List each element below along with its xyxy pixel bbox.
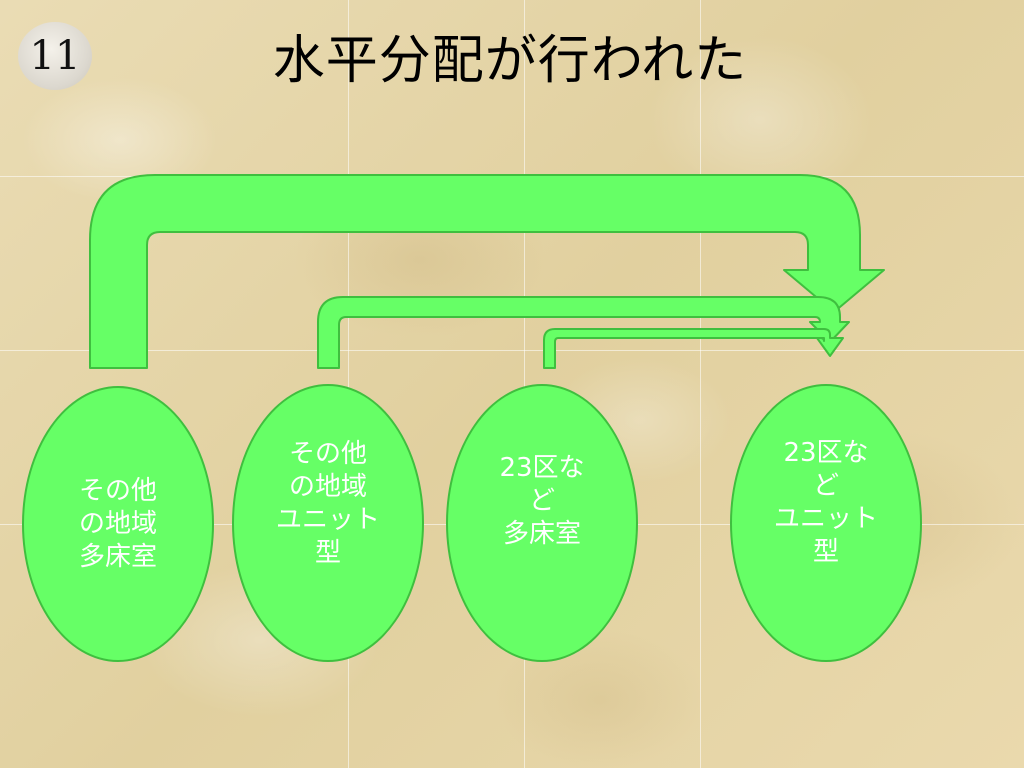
grid-line-vertical xyxy=(524,0,525,768)
arrow-small xyxy=(543,328,844,369)
node-label: その他 の地域 ユニット 型 xyxy=(275,439,380,568)
slide-title: 水平分配が行われた xyxy=(272,31,748,91)
node-label: 23区な ど ユニット 型 xyxy=(773,438,878,567)
node-other-region-unit: その他 の地域 ユニット 型 xyxy=(232,384,424,662)
grid-line-horizontal xyxy=(0,350,1024,351)
node-label: 23区な ど 多床室 xyxy=(499,452,585,549)
grid-line-vertical xyxy=(348,0,349,768)
slide-number-badge: 11 xyxy=(18,22,92,90)
slide-number: 11 xyxy=(29,33,81,79)
node-23-wards-unit: 23区な ど ユニット 型 xyxy=(730,384,922,662)
node-label: その他 の地域 多床室 xyxy=(78,475,157,572)
grid-line-vertical xyxy=(700,0,701,768)
node-23-wards-multi-bed: 23区な ど 多床室 xyxy=(446,384,638,662)
node-other-region-multi-bed: その他 の地域 多床室 xyxy=(22,386,214,662)
arrow-large xyxy=(89,174,885,369)
